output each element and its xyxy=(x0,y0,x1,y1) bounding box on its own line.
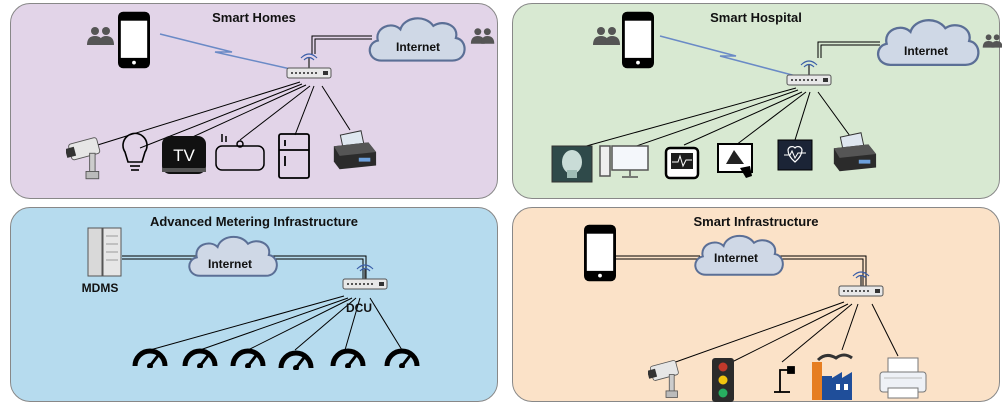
tv-icon: TV xyxy=(162,136,206,174)
router-icon xyxy=(838,271,884,297)
smartphone-icon xyxy=(622,11,654,69)
traffic-light-icon xyxy=(712,358,734,402)
internet-label: Internet xyxy=(904,44,948,58)
mdms-server-icon xyxy=(87,227,122,277)
smartphone-icon xyxy=(584,224,616,282)
internet-label: Internet xyxy=(208,257,252,271)
smart-meter-icon xyxy=(333,351,363,369)
cloud-icon xyxy=(876,18,980,67)
ami-scene: MDMS Internet DCU xyxy=(82,227,417,371)
internet-label: Internet xyxy=(396,40,440,54)
smart-meter-icon xyxy=(387,351,417,369)
smart-meter-icon xyxy=(135,351,165,369)
smart-meter-icon xyxy=(281,353,311,371)
robot-vacuum-icon xyxy=(215,134,265,171)
desktop-computer-icon xyxy=(599,145,649,178)
people-icon xyxy=(593,27,620,45)
refrigerator-icon xyxy=(278,133,310,179)
printer-icon xyxy=(833,132,877,172)
panel-title: Smart Infrastructure xyxy=(693,214,819,229)
router-icon xyxy=(286,53,332,79)
dcu-label: DCU xyxy=(346,301,372,315)
internet-label: Internet xyxy=(714,251,758,265)
heart-monitor-icon xyxy=(777,139,813,171)
printer-icon xyxy=(333,130,377,170)
router-icon xyxy=(786,60,832,86)
cctv-camera-icon xyxy=(66,136,101,180)
light-bulb-icon xyxy=(122,132,148,171)
cctv-camera-icon xyxy=(648,359,680,398)
mdms-label: MDMS xyxy=(82,281,119,295)
smart-meter-icon xyxy=(233,351,263,369)
router-icon xyxy=(342,264,388,290)
smart-homes-scene: Internet TV xyxy=(66,11,495,180)
people-icon xyxy=(470,28,495,44)
ultrasound-icon xyxy=(717,143,753,178)
panel-title: Smart Hospital xyxy=(710,10,802,25)
smartphone-icon xyxy=(118,11,150,69)
smart-infrastructure-scene: Internet xyxy=(584,224,927,402)
people-icon xyxy=(982,34,1002,48)
patient-monitor-icon xyxy=(664,146,700,180)
smart-hospital-scene: Internet xyxy=(551,11,1002,183)
factory-icon xyxy=(812,353,853,400)
svg-text:TV: TV xyxy=(173,146,195,165)
panel-title: Smart Homes xyxy=(212,10,296,25)
smart-meter-icon xyxy=(185,351,215,369)
xray-icon xyxy=(551,145,593,183)
street-lamp-icon xyxy=(774,366,795,393)
printer-icon xyxy=(879,357,927,399)
people-icon xyxy=(87,27,114,45)
panel-title: Advanced Metering Infrastructure xyxy=(149,214,359,229)
